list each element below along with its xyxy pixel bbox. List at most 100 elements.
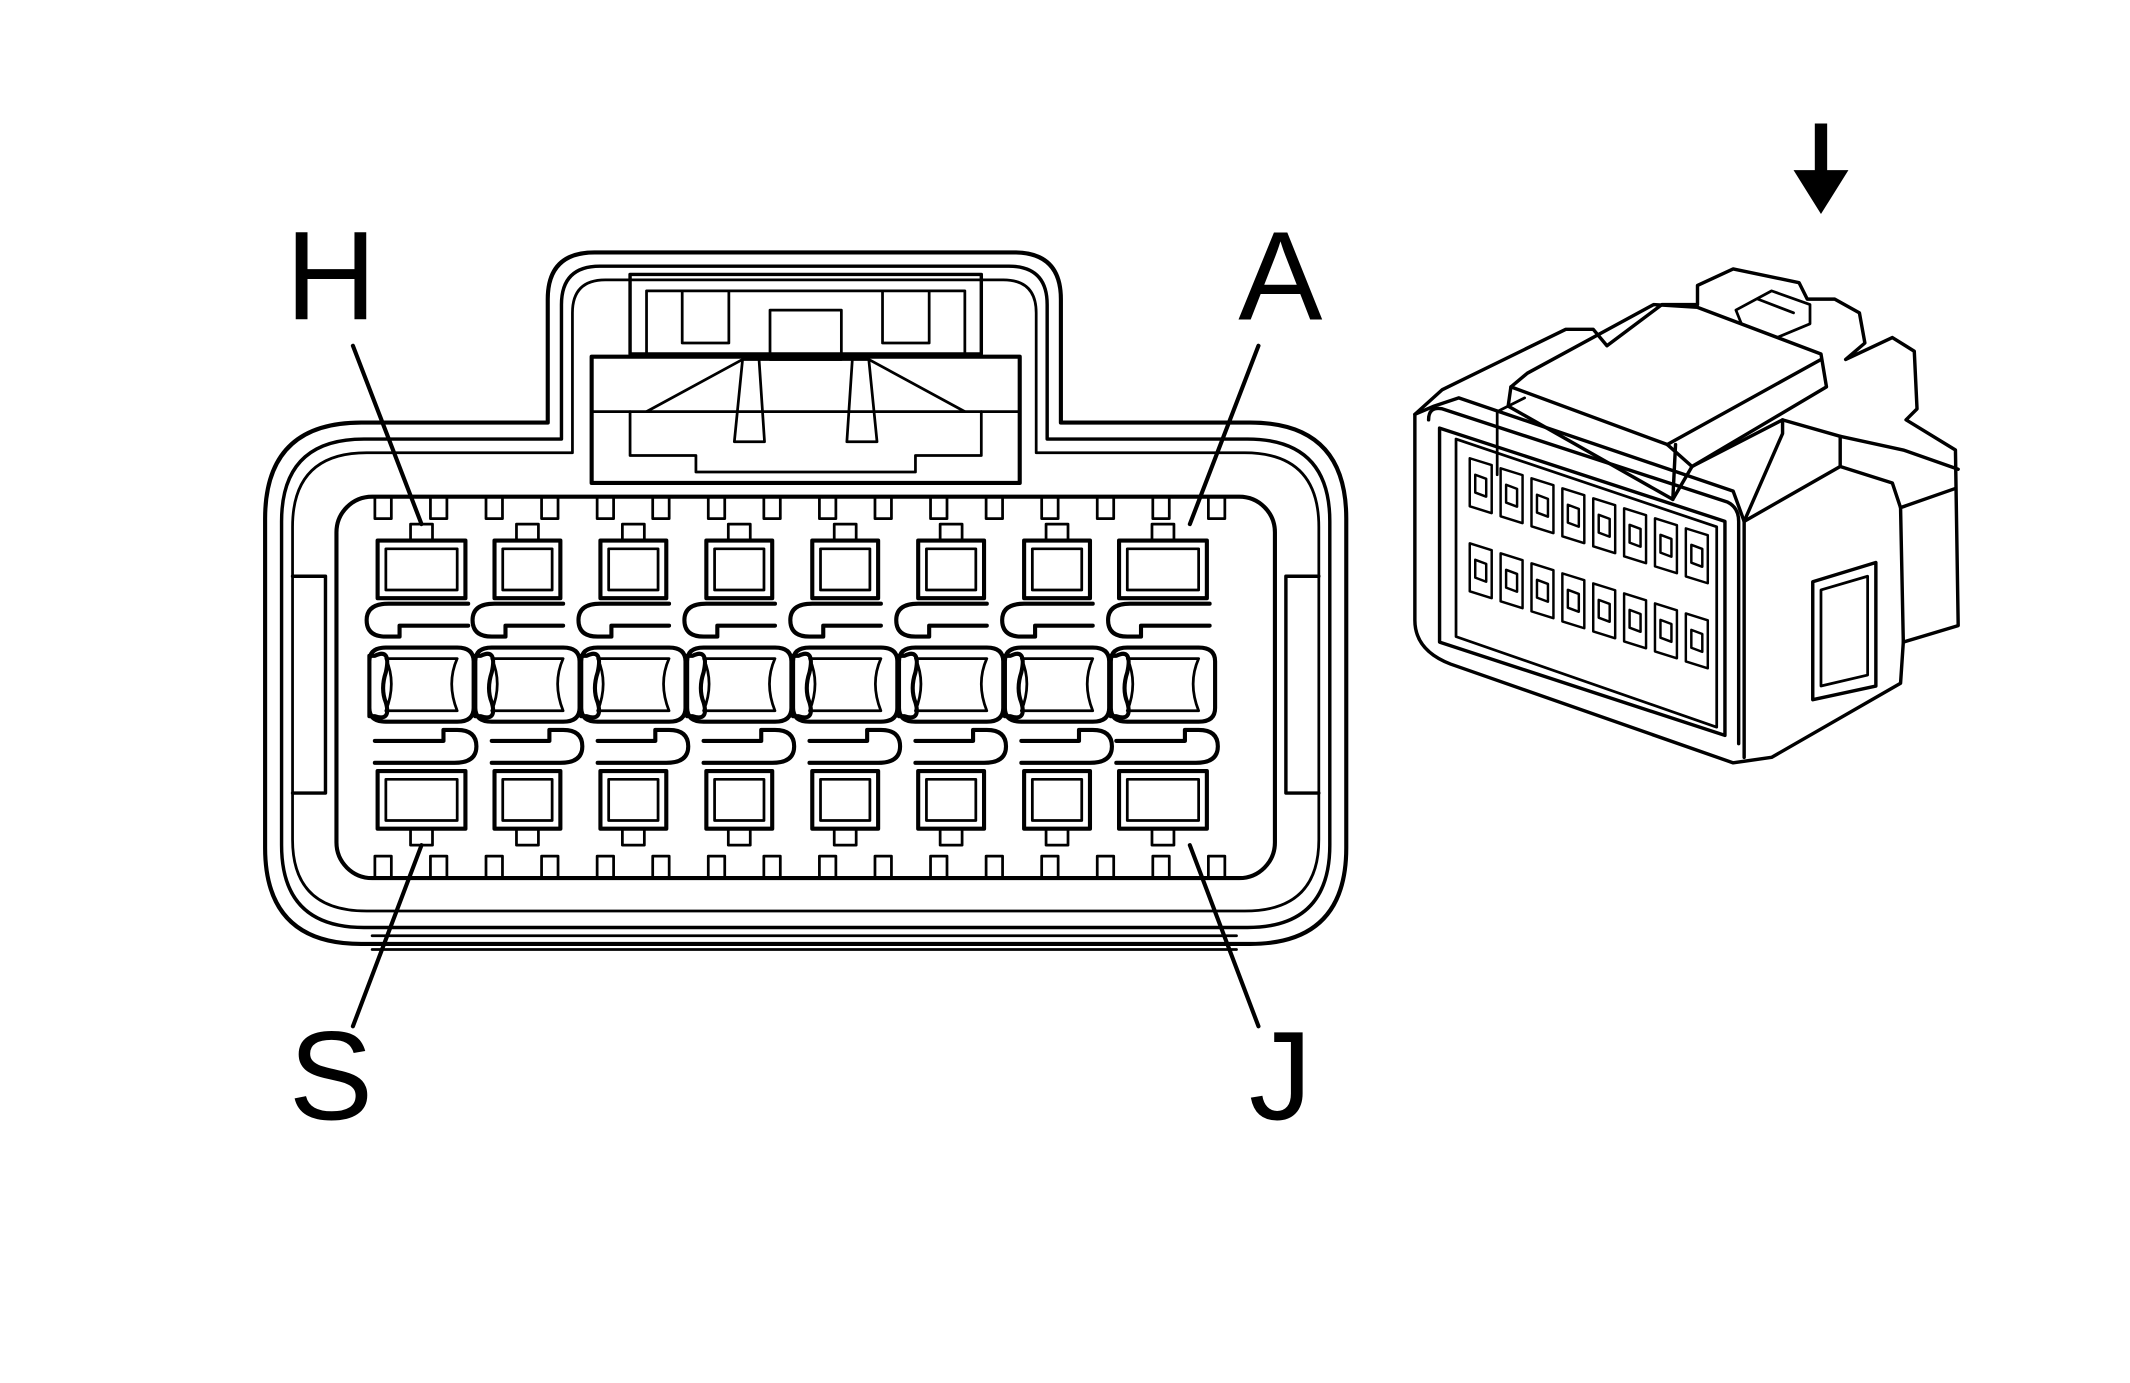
iso-cavity [1591, 497, 1617, 555]
comb-tooth [373, 854, 393, 880]
iso-cavity [1684, 527, 1710, 585]
iso-cavity [1561, 572, 1586, 630]
terminal-latch [364, 601, 471, 639]
terminal-latch [1114, 727, 1220, 765]
leader-lines [350, 343, 1261, 1029]
iso-cavity [1530, 562, 1555, 620]
terminal-latch [470, 601, 566, 639]
comb-tooth [429, 495, 449, 520]
comb-tooth [484, 495, 504, 520]
iso-cavity [1499, 552, 1524, 610]
comb-tooth [1151, 495, 1171, 520]
terminal-latch [701, 727, 797, 765]
comb-tooth [1095, 854, 1116, 880]
comb-tooth [595, 495, 615, 520]
terminal-cavity [375, 769, 468, 831]
pin-label-h: H [285, 206, 376, 347]
comb-tooth [873, 854, 893, 880]
comb-tooth [595, 854, 615, 880]
terminal-cavity-column [470, 522, 585, 847]
terminal-latch [372, 727, 479, 765]
terminal-cavity-column [894, 522, 1009, 847]
terminal-latch [1019, 727, 1114, 765]
connector-isometric-view [1413, 267, 1960, 765]
iso-cavity [1561, 487, 1586, 545]
terminal-cavity-column [1106, 522, 1220, 847]
terminal-cavity [1022, 769, 1093, 831]
comb-tooth [651, 854, 671, 880]
terminal-latch [807, 727, 903, 765]
comb-tooth [929, 495, 949, 520]
leader-line-j [1187, 843, 1261, 1029]
iso-cavity [1622, 592, 1648, 650]
terminal-cavity [1116, 769, 1209, 831]
comb-tooth [1207, 854, 1227, 880]
terminal-latch [894, 601, 989, 639]
comb-tooth [1095, 495, 1116, 520]
terminal-cavity [1116, 538, 1209, 601]
terminal-latch [682, 601, 778, 639]
iso-cavity [1653, 602, 1679, 660]
comb-tooth [706, 854, 727, 880]
terminal-latch [576, 601, 672, 639]
comb-tooth [540, 495, 560, 520]
leader-line-a [1187, 343, 1261, 527]
terminal-cavity-column [682, 522, 797, 847]
terminal-cavity-column [576, 522, 691, 847]
iso-cavity [1622, 507, 1648, 565]
comb-tooth [1151, 854, 1171, 880]
seal-cavity [1108, 645, 1218, 724]
comb-tooth [984, 495, 1004, 520]
comb-tooth [706, 495, 727, 520]
connector-front-view [263, 250, 1349, 951]
comb-tooth [873, 495, 893, 520]
comb-tooth [373, 495, 393, 520]
pin-label-a: A [1238, 206, 1322, 347]
iso-cavity [1468, 542, 1493, 600]
seal-cavity [367, 645, 476, 724]
terminal-cavity [598, 769, 669, 831]
terminal-latch [788, 601, 883, 639]
seal-cavity [579, 645, 688, 724]
comb-tooth [1040, 854, 1060, 880]
seal-cavity [1002, 645, 1112, 724]
comb-tooth [929, 854, 949, 880]
terminal-latch [1106, 601, 1212, 639]
comb-tooth [651, 495, 671, 520]
seal-cavity [473, 645, 582, 724]
seal-cavity [896, 645, 1006, 724]
latch [589, 272, 1022, 486]
terminal-cavity [810, 769, 881, 831]
iso-cavity [1530, 477, 1555, 535]
pin-label-s: S [289, 1006, 373, 1147]
terminal-cavity [704, 769, 775, 831]
iso-cavity [1653, 517, 1679, 575]
comb-tooth [818, 854, 838, 880]
leader-line-h [350, 343, 424, 527]
down-arrow-icon [1793, 123, 1849, 215]
terminal-cavity [375, 538, 468, 601]
terminal-latch [489, 727, 585, 765]
comb-tooth [818, 495, 838, 520]
iso-cavity [1468, 457, 1493, 515]
seal-cavity [791, 645, 900, 724]
comb-tooth [540, 854, 560, 880]
terminal-cavity-column [788, 522, 903, 847]
terminal-cavity-column [1000, 522, 1114, 847]
comb-tooth [1207, 495, 1227, 520]
terminal-cavity [916, 769, 987, 831]
terminal-latch [1000, 601, 1095, 639]
comb-tooth [429, 854, 449, 880]
comb-tooth [762, 854, 782, 880]
iso-cavity [1591, 582, 1617, 640]
comb-tooth [762, 495, 782, 520]
pin-label-j: J [1249, 1006, 1312, 1147]
comb-tooth [1040, 495, 1060, 520]
iso-cavity [1499, 467, 1524, 525]
terminal-latch [913, 727, 1009, 765]
leader-line-s [350, 843, 424, 1029]
terminal-cavity [492, 769, 563, 831]
seal-cavity [685, 645, 794, 724]
iso-cavity [1684, 612, 1710, 670]
